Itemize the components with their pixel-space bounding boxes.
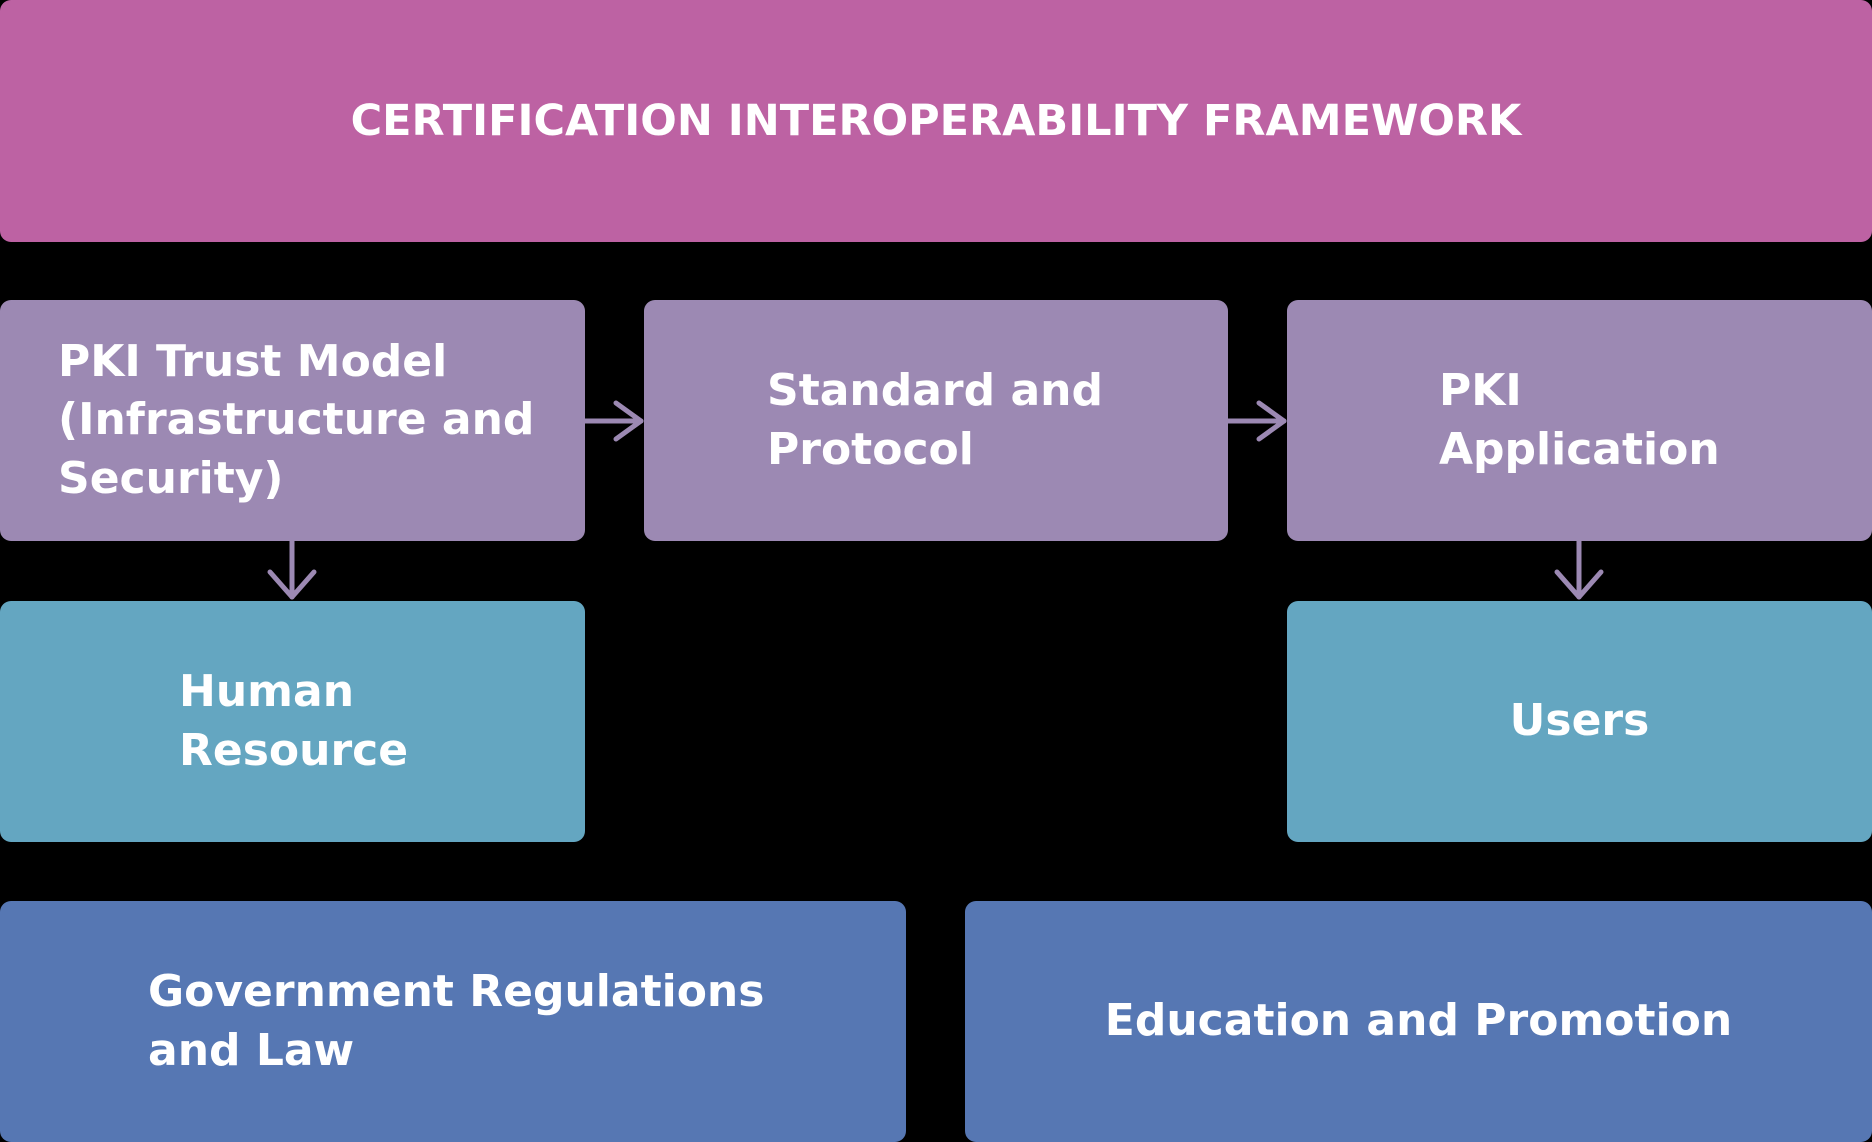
government-regulations-box: Government Regulations and Law	[0, 901, 906, 1142]
framework-title: CERTIFICATION INTEROPERABILITY FRAMEWORK	[350, 95, 1522, 146]
pki-trust-model-line-3: Security)	[58, 452, 284, 504]
arrow-application-to-users	[1554, 538, 1604, 600]
application-line-1: PKI	[1439, 365, 1522, 417]
arrow-trust-to-standard	[582, 400, 644, 442]
pki-trust-model-line-1: PKI Trust Model	[58, 336, 448, 388]
human-line-1: Human	[179, 666, 355, 718]
standard-line-1: Standard and	[767, 365, 1103, 417]
arrow-standard-to-application	[1225, 400, 1287, 442]
framework-box: CERTIFICATION INTEROPERABILITY FRAMEWORK	[0, 0, 1872, 242]
application-line-2: Application	[1439, 423, 1720, 475]
pki-trust-model-box: PKI Trust Model (Infrastructure and Secu…	[0, 300, 585, 541]
government-regulations-label: Government Regulations and Law	[148, 963, 764, 1079]
pki-trust-model-line-2: (Infrastructure and	[58, 394, 535, 446]
government-line-2: and Law	[148, 1024, 355, 1076]
education-and-promotion-label: Education and Promotion	[1104, 995, 1733, 1047]
standard-and-protocol-label: Standard and Protocol	[767, 362, 1103, 478]
arrow-trust-to-human-resource	[267, 538, 317, 600]
users-label: Users	[1509, 695, 1650, 747]
pki-trust-model-label: PKI Trust Model (Infrastructure and Secu…	[58, 333, 534, 507]
pki-application-box: PKI Application	[1287, 300, 1872, 541]
users-box: Users	[1287, 601, 1872, 842]
pki-application-label: PKI Application	[1439, 362, 1720, 478]
education-and-promotion-box: Education and Promotion	[965, 901, 1872, 1142]
human-resource-label: Human Resource	[179, 663, 408, 779]
human-line-2: Resource	[179, 724, 409, 776]
standard-line-2: Protocol	[767, 423, 974, 475]
standard-and-protocol-box: Standard and Protocol	[644, 300, 1228, 541]
human-resource-box: Human Resource	[0, 601, 585, 842]
government-line-1: Government Regulations	[148, 966, 765, 1018]
